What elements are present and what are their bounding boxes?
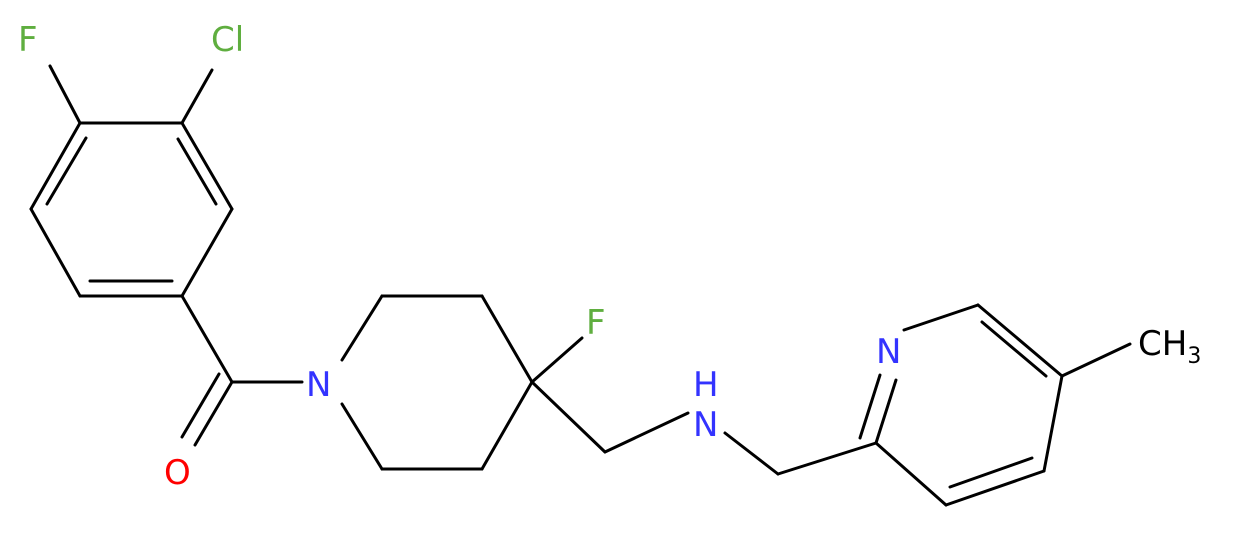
bond-aryl-carbonyl [180, 294, 234, 384]
label-ch3: CH3 [1138, 324, 1201, 369]
label-f-aryl: F [18, 20, 38, 60]
bond-pip-c6-n [340, 402, 384, 471]
bond-c-cl [180, 68, 214, 125]
bond-ring-c5-c4 [29, 121, 82, 211]
bond-ring-c6-c5 [29, 207, 82, 298]
bond-pip-n-c2 [340, 294, 384, 362]
bond-c5-methyl [1060, 342, 1132, 378]
bond-py-n1-c6 [902, 303, 980, 332]
bond-py-c6-c5 [976, 303, 1064, 378]
label-o: O [164, 453, 191, 493]
bond-c-f-aryl [48, 64, 82, 125]
label-nh-h: H [693, 365, 719, 405]
bond-c-o-1 [193, 380, 234, 447]
bond-ring-c2-c1 [180, 207, 234, 298]
bond-ring-c3-c2-inner [176, 137, 218, 206]
label-f-piperidine: F [586, 303, 606, 343]
bond-ch2-pyridine [776, 441, 878, 476]
label-n-pyridine: N [876, 332, 901, 372]
bond-py-c4-c3 [944, 469, 1046, 507]
bond-py-c2-n1-inner [858, 373, 882, 440]
label-n-piperidine: N [306, 365, 331, 405]
bond-ring-c3-c2 [180, 121, 234, 211]
label-n-amine: N [693, 405, 718, 445]
bond-py-c3-c2 [874, 441, 948, 507]
bonds [29, 64, 1132, 507]
bond-c-f-piperidine [530, 336, 584, 384]
bond-py-c6-c5-inner [980, 320, 1048, 378]
bond-py-c2-n1 [874, 378, 898, 445]
bond-pip-c3-c4 [480, 294, 534, 384]
bond-c-o-2 [180, 372, 221, 439]
bond-py-c5-c4 [1042, 374, 1064, 473]
bond-pip-c4-c5 [480, 380, 534, 471]
bond-c4-ch2 [530, 380, 607, 454]
label-ch3-subscript: 3 [1187, 344, 1201, 369]
label-ch3-ch: CH [1138, 324, 1187, 364]
bond-nh-ch2 [723, 431, 780, 476]
bond-ring-c5-c4-inner [45, 136, 88, 206]
bond-ch2-nh [603, 411, 690, 454]
label-cl: Cl [211, 20, 244, 60]
bond-py-c4-c3-inner [948, 456, 1034, 489]
